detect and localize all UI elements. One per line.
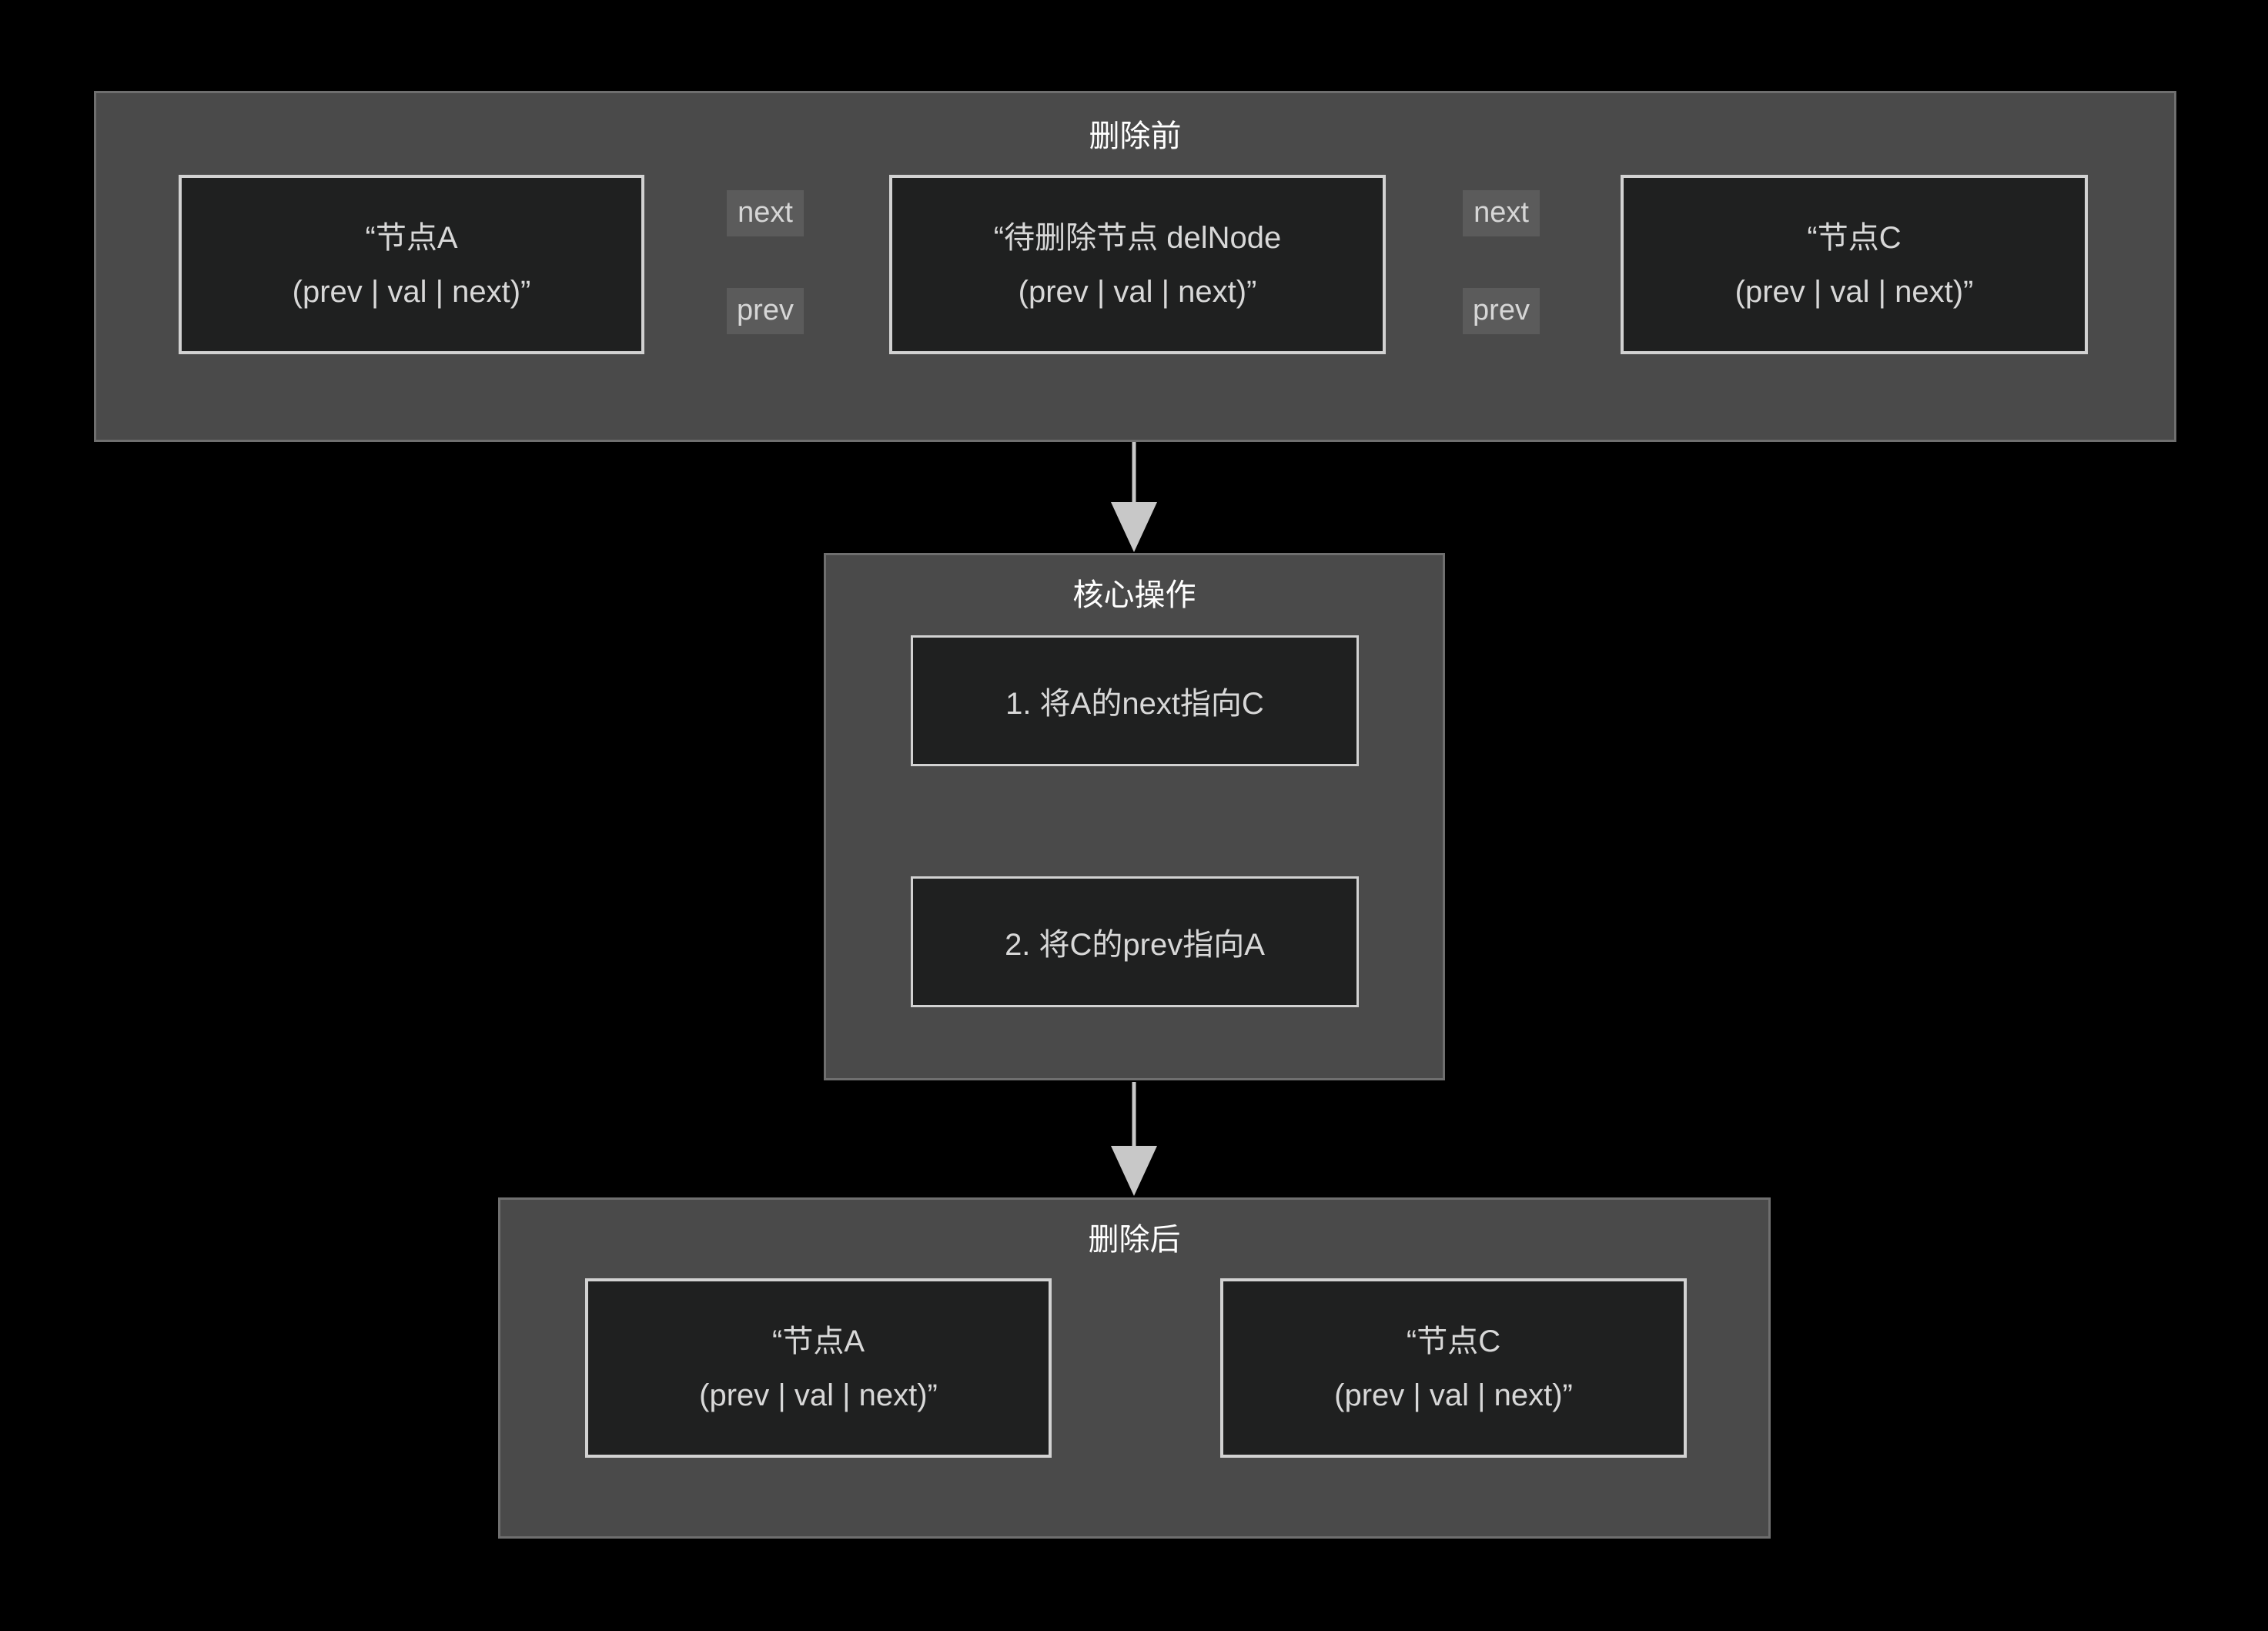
node-c-before: “节点C (prev | val | next)” bbox=[1621, 175, 2088, 354]
core-step-1-label: 1. 将A的next指向C bbox=[1005, 687, 1264, 721]
edge-label-next-a-del: next bbox=[727, 190, 804, 236]
node-delnode: “待删除节点 delNode (prev | val | next)” bbox=[889, 175, 1386, 354]
core-step-2: 2. 将C的prev指向A bbox=[911, 876, 1359, 1007]
node-a-after: “节点A (prev | val | next)” bbox=[585, 1278, 1052, 1458]
section-after-title: 删除后 bbox=[1088, 1223, 1181, 1257]
node-a-before-line1: “节点A bbox=[365, 220, 458, 255]
node-c-after-line2: (prev | val | next)” bbox=[1334, 1378, 1573, 1412]
section-core-title: 核心操作 bbox=[1072, 578, 1196, 612]
edge-label-prev-c-del: prev bbox=[1463, 288, 1540, 334]
edge-label-prev-del-a: prev bbox=[727, 288, 804, 334]
core-step-2-label: 2. 将C的prev指向A bbox=[1005, 928, 1265, 962]
section-before-title: 删除前 bbox=[1089, 119, 1182, 153]
node-c-before-line1: “节点C bbox=[1807, 220, 1902, 255]
core-step-1: 1. 将A的next指向C bbox=[911, 635, 1359, 766]
node-a-before-line2: (prev | val | next)” bbox=[292, 274, 531, 309]
node-delnode-line2: (prev | val | next)” bbox=[1018, 274, 1257, 309]
node-a-after-line2: (prev | val | next)” bbox=[699, 1378, 938, 1412]
edge-label-next-del-c: next bbox=[1463, 190, 1540, 236]
node-a-before: “节点A (prev | val | next)” bbox=[179, 175, 644, 354]
node-c-after: “节点C (prev | val | next)” bbox=[1220, 1278, 1687, 1458]
node-c-after-line1: “节点C bbox=[1406, 1324, 1501, 1358]
node-c-before-line2: (prev | val | next)” bbox=[1734, 274, 1974, 309]
node-a-after-line1: “节点A bbox=[772, 1324, 865, 1358]
node-delnode-line1: “待删除节点 delNode bbox=[993, 220, 1282, 255]
